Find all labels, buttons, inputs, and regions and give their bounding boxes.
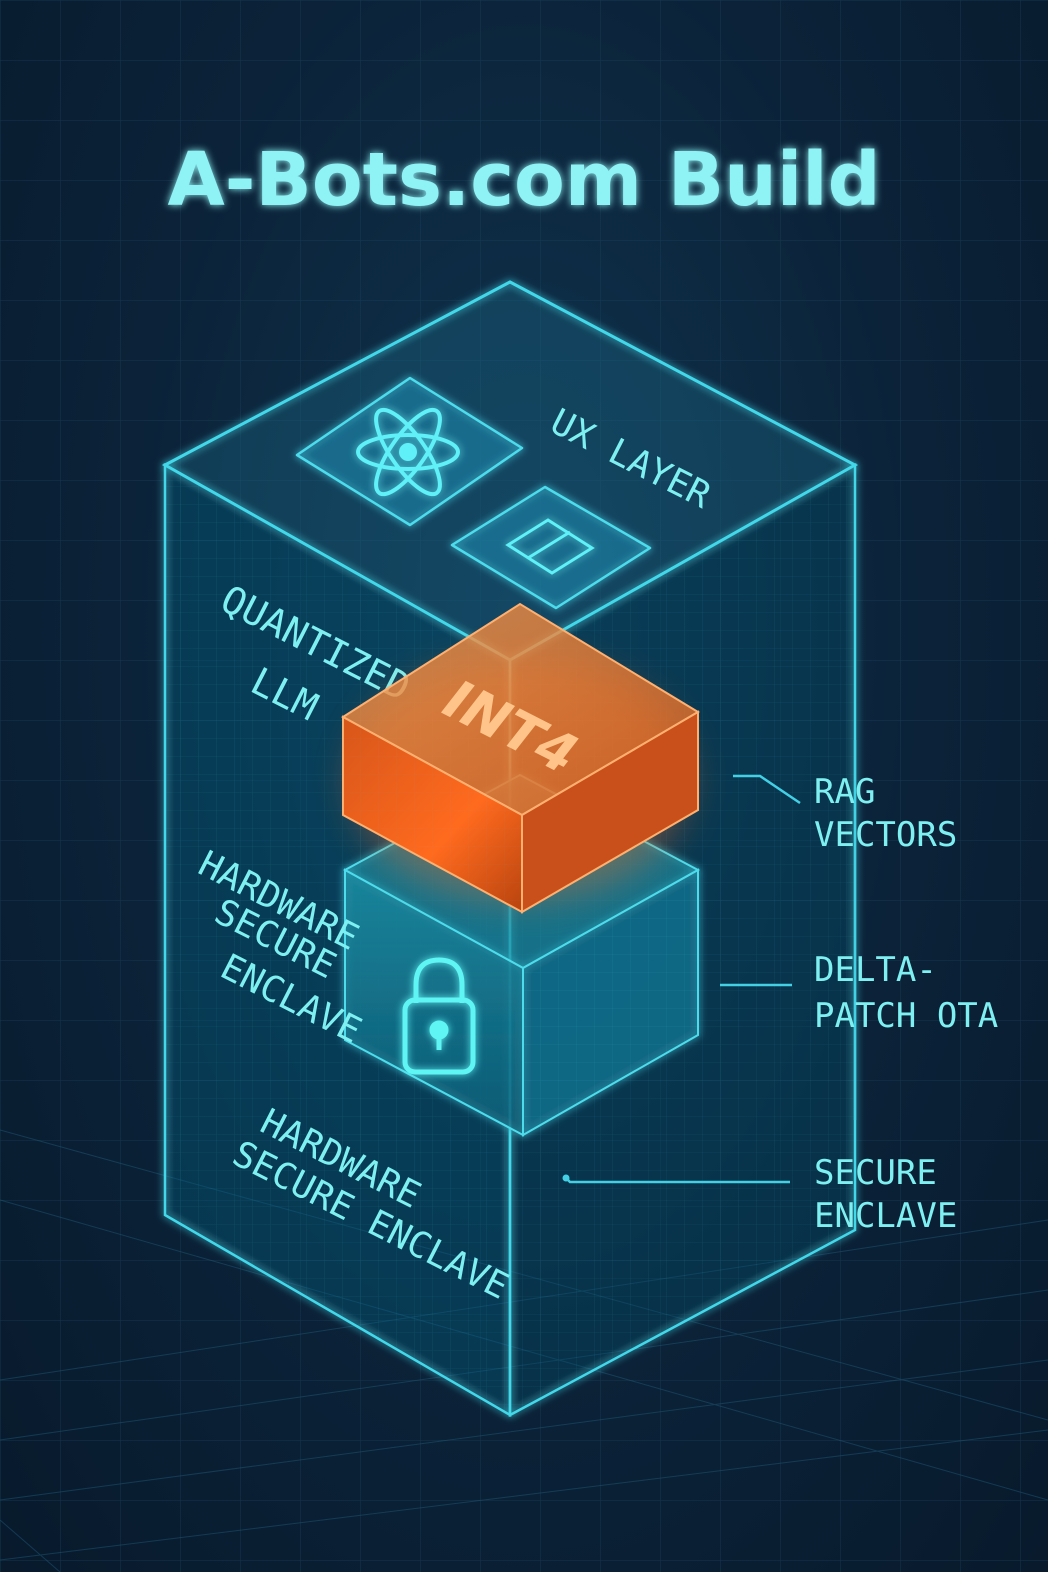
ota-label-line1: DELTA-	[814, 950, 937, 990]
page-title: A-Bots.com Build	[167, 137, 880, 223]
secure-callout-dot	[562, 1174, 570, 1182]
secure-label-line1: SECURE	[814, 1153, 937, 1193]
enclave-cube-grid	[523, 870, 698, 1135]
ux-tile-react	[295, 376, 524, 527]
secure-label-line2: ENCLAVE	[814, 1196, 957, 1236]
rag-label-line2: VECTORS	[814, 815, 957, 855]
padlock-icon	[402, 957, 476, 1075]
ux-tile-window	[450, 485, 652, 610]
react-atom-icon	[356, 407, 460, 497]
window-icon	[505, 518, 595, 575]
int4-chip	[341, 602, 700, 914]
rag-label-line1: RAG	[814, 772, 875, 812]
ota-label-line2: PATCH OTA	[814, 996, 998, 1036]
